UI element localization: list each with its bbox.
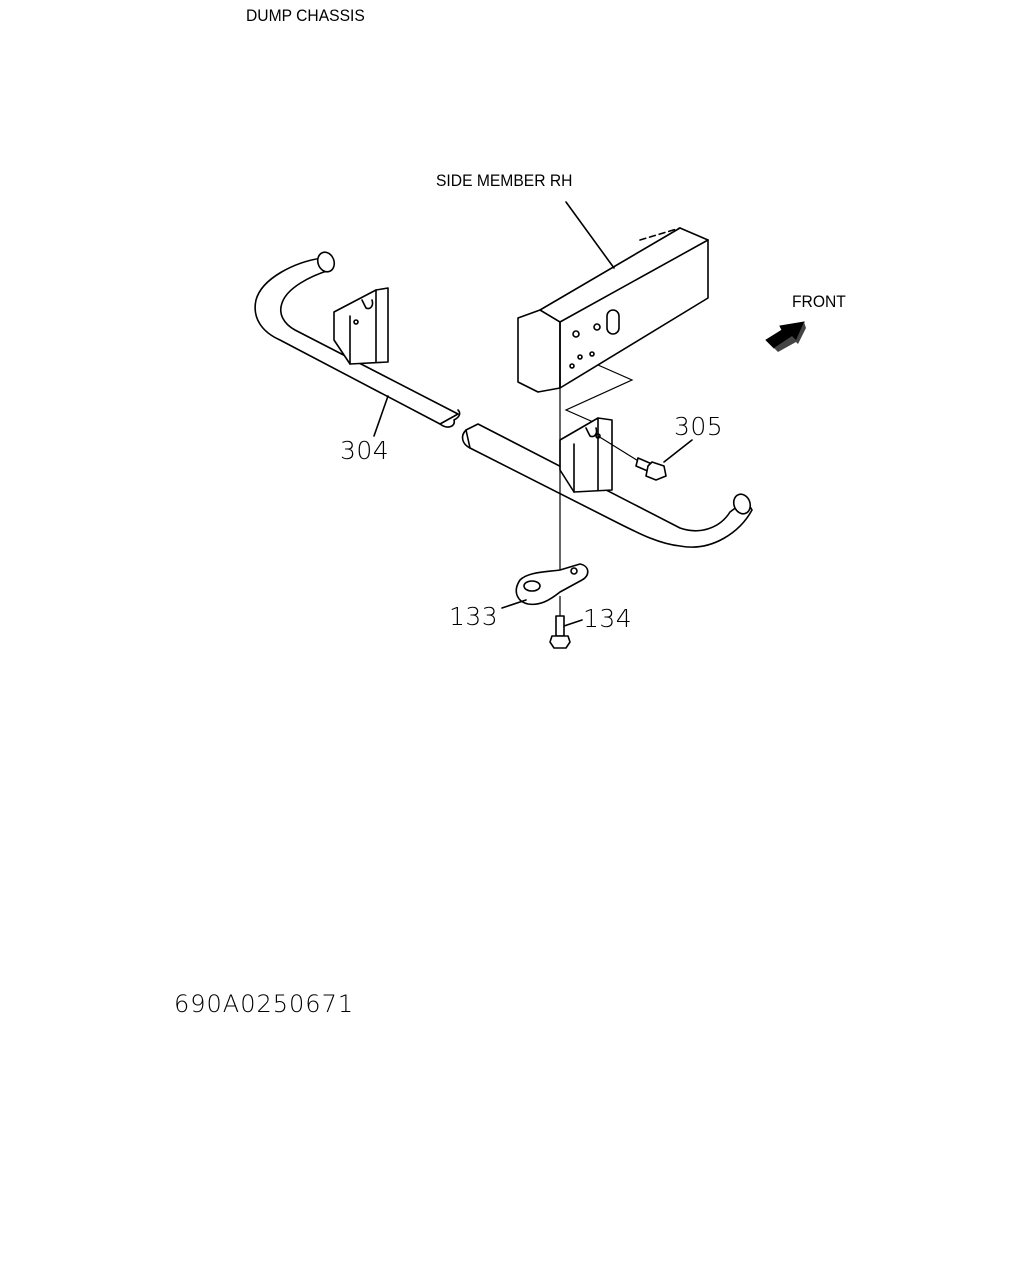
mounting-plane-lines xyxy=(564,364,634,426)
part-callout-305: 305 xyxy=(674,412,724,441)
part-304-leader xyxy=(373,395,389,437)
part-callout-304: 304 xyxy=(340,436,390,465)
bolt-134 xyxy=(549,596,583,649)
bolt-305 xyxy=(597,435,693,481)
side-member-rh xyxy=(517,227,709,393)
side-member-leader xyxy=(565,201,615,269)
right-bracket xyxy=(559,417,613,493)
tow-hook-133 xyxy=(501,563,589,609)
part-callout-133: 133 xyxy=(449,602,499,631)
part-callout-134: 134 xyxy=(583,604,633,633)
left-bracket xyxy=(333,287,389,365)
side-member-label: SIDE MEMBER RH xyxy=(436,171,573,190)
rear-bar-304 xyxy=(254,251,753,548)
front-label: FRONT xyxy=(792,292,846,311)
drawing-number: 690A0250671 xyxy=(174,990,355,1018)
page-title: DUMP CHASSIS xyxy=(246,6,365,25)
front-direction-arrow-icon xyxy=(765,321,806,352)
